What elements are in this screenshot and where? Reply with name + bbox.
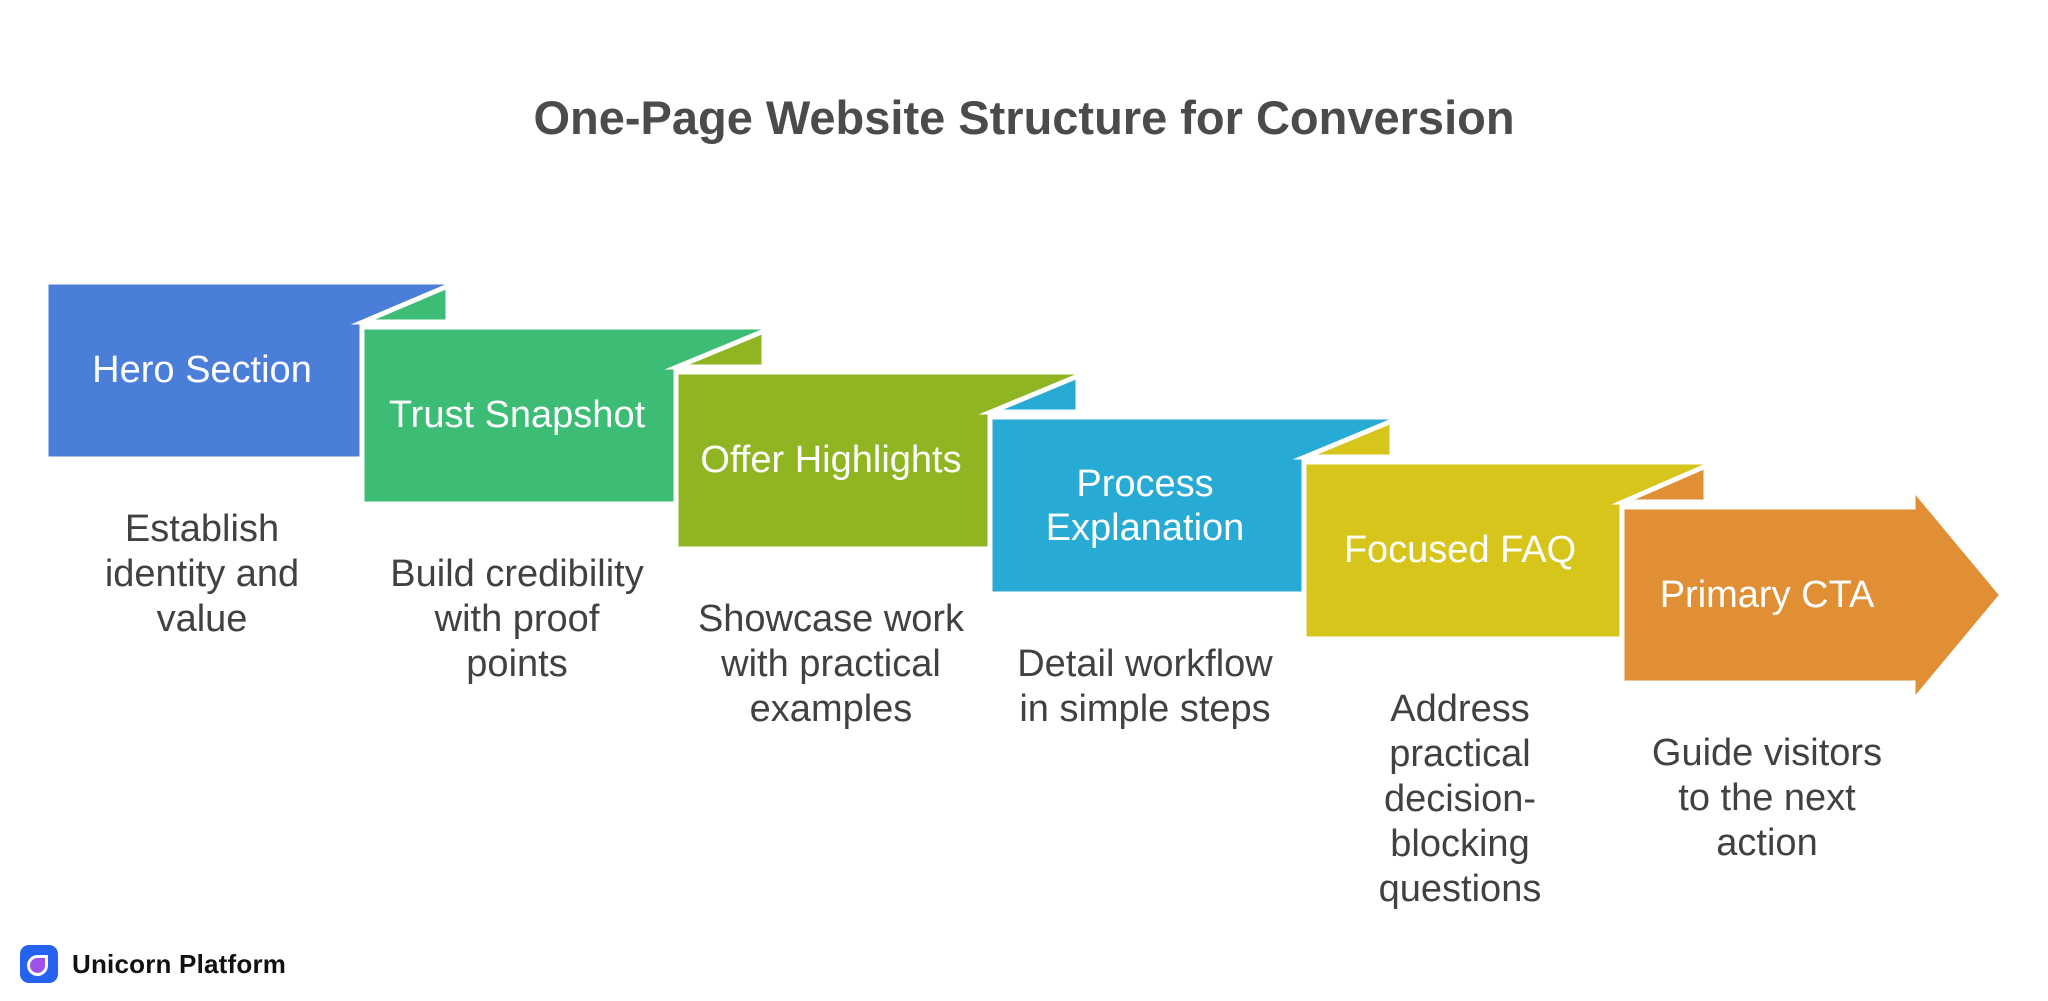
page-title: One-Page Website Structure for Conversio…	[533, 91, 1515, 144]
step-label-process-explanation: Process Explanation	[1045, 463, 1245, 549]
unicorn-platform-logo-icon	[20, 945, 58, 983]
step-label-primary-cta: Primary CTA	[1659, 574, 1875, 616]
logo-drop	[30, 958, 45, 973]
step-label-hero-section: Hero Section	[92, 349, 312, 391]
step-desc-process-explanation: Detail workflow in simple steps	[1017, 643, 1273, 730]
step-label-offer-highlights: Offer Highlights	[700, 439, 962, 481]
step-desc-offer-highlights: Showcase work with practical examples	[697, 598, 965, 730]
step-fold-focused-faq	[1292, 417, 1395, 460]
step-desc-focused-faq: Address practical decision- blocking que…	[1378, 688, 1542, 910]
step-label-focused-faq: Focused FAQ	[1343, 529, 1577, 571]
step-fold-primary-cta	[1610, 462, 1709, 505]
step-label-trust-snapshot: Trust Snapshot	[388, 394, 646, 436]
step-desc-hero-section: Establish identity and value	[104, 508, 300, 640]
brand-footer[interactable]: Unicorn Platform	[20, 944, 286, 984]
step-desc-trust-snapshot: Build credibility with proof points	[390, 553, 644, 685]
step-fold-process-explanation	[978, 372, 1081, 415]
step-fold-offer-highlights	[664, 327, 767, 370]
step-arrow-primary-cta	[1619, 481, 2006, 709]
brand-name: Unicorn Platform	[72, 948, 287, 979]
step-desc-primary-cta: Guide visitors to the next action	[1651, 732, 1883, 864]
step-fold-trust-snapshot	[350, 282, 451, 325]
